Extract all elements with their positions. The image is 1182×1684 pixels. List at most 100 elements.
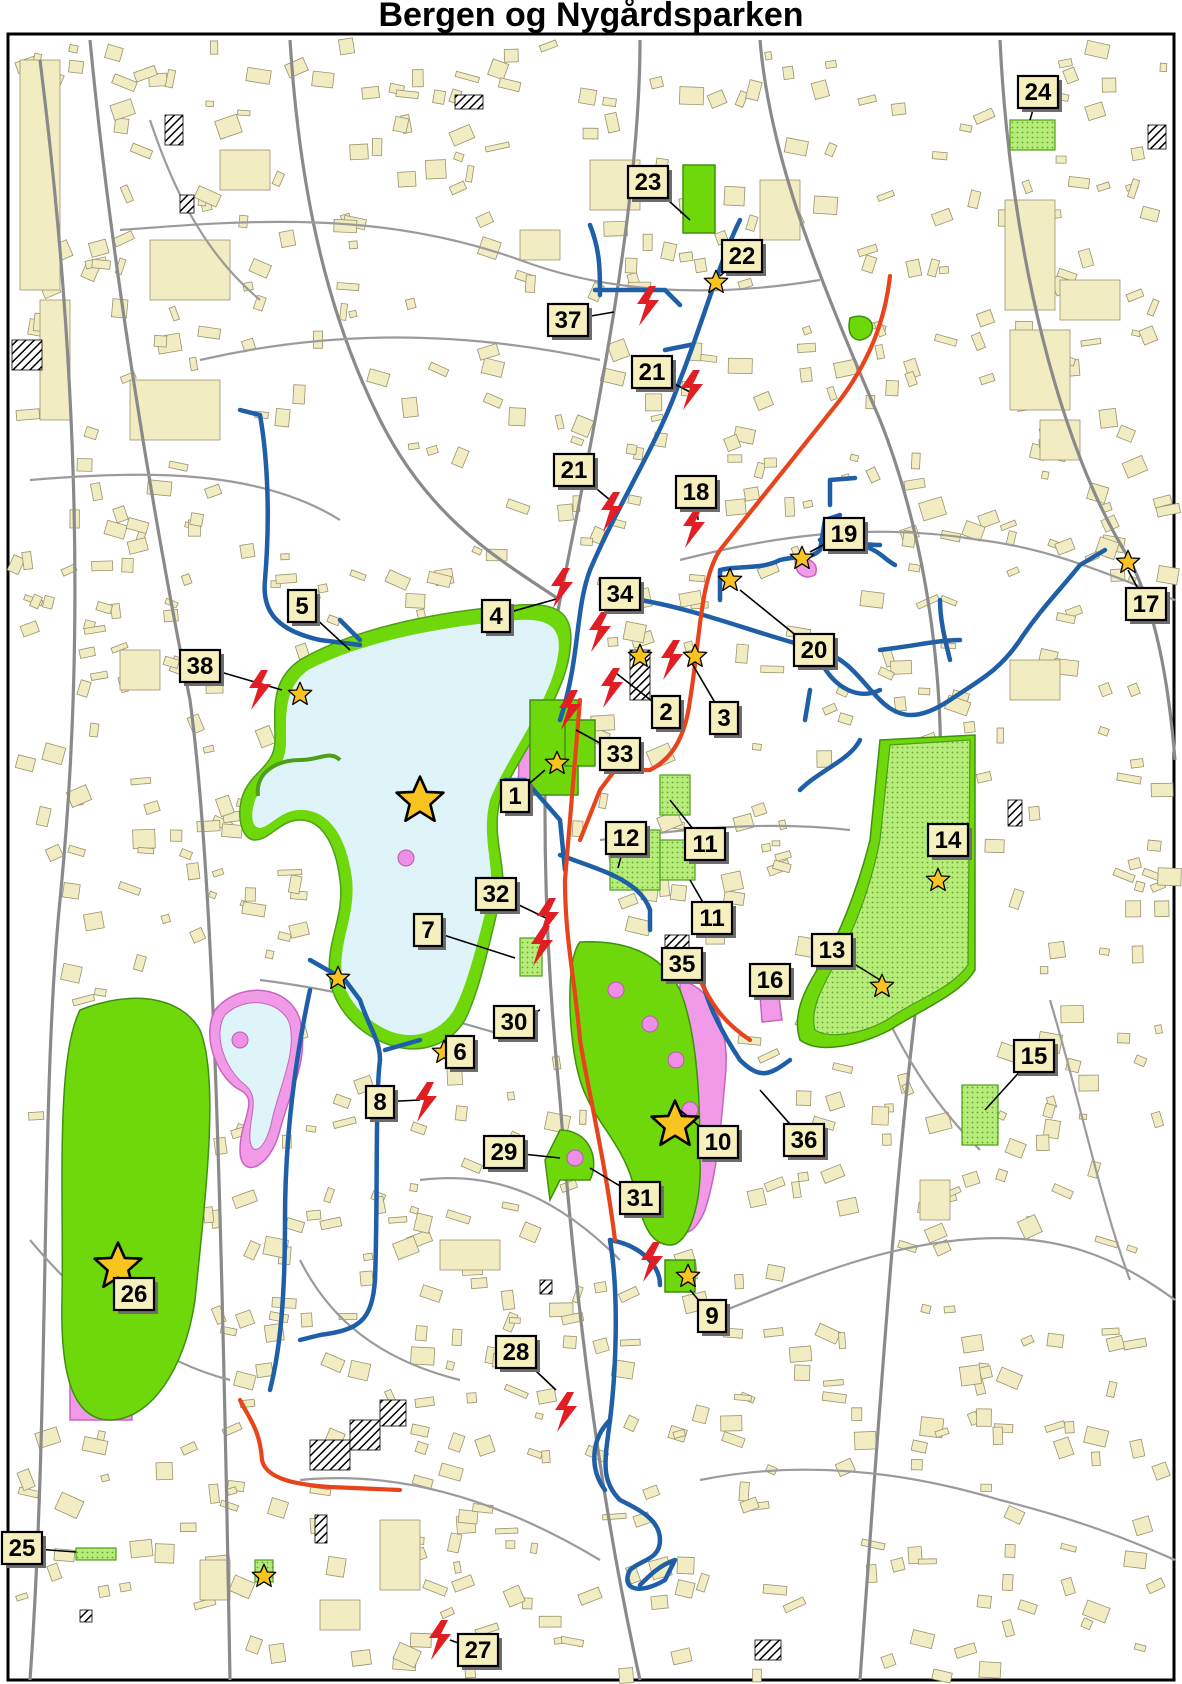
building [926,258,941,278]
building [180,573,193,586]
building [214,113,243,140]
building [1125,1244,1138,1254]
pink-dot-icon [607,981,625,999]
building [236,109,251,117]
large-building [199,1559,231,1601]
building [627,494,642,506]
building [961,1170,981,1188]
building [802,499,814,509]
building [882,1133,892,1146]
building [1123,1550,1148,1570]
label-box [474,876,518,912]
label-box [792,632,836,668]
label-box [822,516,866,552]
map-label-23: 23 [626,164,672,202]
building [211,867,225,878]
label-number: 12 [613,825,640,852]
building [1042,1102,1056,1119]
map-label-5: 5 [286,588,320,626]
building [980,1483,992,1492]
building [1146,298,1160,317]
map-label-21b: 21 [552,452,598,490]
building [1060,1004,1085,1024]
building [160,913,172,925]
building [1112,867,1136,884]
label-box [674,474,718,510]
building [918,496,947,522]
building [795,1090,812,1106]
building [6,554,26,576]
building [189,512,205,527]
building [1017,1599,1038,1615]
building [582,127,599,140]
building [1052,1436,1075,1460]
building [660,241,678,262]
large-building [149,239,231,301]
building [83,425,100,441]
pink-dot-icon [641,1015,659,1033]
building [577,1586,603,1606]
building [1084,101,1107,122]
label-box [696,1124,740,1160]
map-label-14: 14 [926,822,972,860]
building [221,1421,243,1437]
building [320,1352,346,1374]
label-number: 1 [508,783,521,810]
building [678,86,705,106]
label-box [1016,74,1060,110]
building [925,1111,953,1135]
label-box [630,354,674,390]
building [1159,62,1168,73]
building [604,111,621,134]
building [782,65,795,81]
label-box [178,648,222,684]
building [1039,965,1049,975]
label-number: 32 [483,881,510,908]
building [831,1062,854,1074]
building [244,887,257,902]
building [1040,470,1050,480]
building [720,1415,743,1432]
green-zone-10 [569,941,701,1246]
building [909,1629,936,1650]
building [117,880,142,896]
building [96,1430,106,1442]
label-box [0,1530,44,1566]
building [797,1171,810,1183]
building [280,553,290,561]
building [88,722,100,738]
building [129,1538,154,1559]
building [816,750,833,768]
building [751,742,762,751]
building [1056,267,1078,283]
building [15,1592,29,1602]
building [972,107,996,125]
label-number: 33 [607,741,634,768]
building [1096,181,1111,193]
building [1152,494,1173,509]
building [425,444,439,456]
building [836,1196,860,1217]
label-number: 7 [421,917,434,944]
building [97,1584,111,1598]
building [903,477,926,491]
building [1004,1543,1016,1558]
building [939,594,958,607]
building [508,1316,521,1324]
green-zone-11a [659,774,691,816]
building [588,525,606,545]
building [193,185,222,208]
building [266,1497,290,1519]
label-box [494,1334,538,1370]
label-number: 23 [635,169,662,196]
building [475,211,495,229]
building [228,1574,256,1600]
building [432,89,447,105]
building [68,43,79,54]
building [1101,1327,1120,1336]
building [451,1574,476,1593]
building [460,1157,483,1175]
building [457,1509,479,1525]
building [81,1436,109,1456]
building [814,1322,842,1345]
